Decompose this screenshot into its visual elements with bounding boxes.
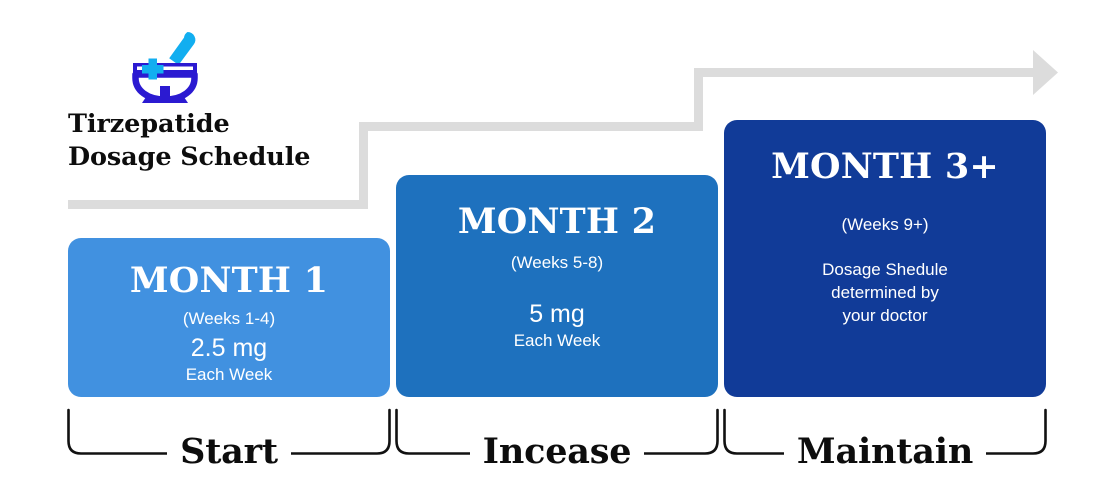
page-title: Tirzepatide Dosage Schedule — [68, 109, 311, 172]
arrow-tread-1 — [68, 200, 368, 209]
card-dose: 2.5 mg — [190, 334, 268, 362]
arrow-head — [1033, 50, 1058, 95]
mortar-stem — [160, 86, 170, 97]
mortar-rim-highlight — [137, 66, 193, 70]
medical-cross-icon — [142, 58, 164, 80]
phase-start: Start — [66, 408, 392, 490]
phase-label-wrapper: Maintain — [722, 430, 1048, 474]
card-weeks: (Weeks 9+) — [841, 215, 929, 234]
card-frequency: Each Week — [185, 365, 273, 384]
card-title: MONTH 3+ — [771, 146, 999, 187]
phase-maintain: Maintain — [722, 408, 1048, 490]
card-weeks: (Weeks 1-4) — [182, 309, 276, 328]
card-dose: 5 mg — [529, 300, 585, 328]
mortar-and-pestle-icon — [132, 32, 198, 103]
phase-label: Start — [167, 431, 291, 472]
phase-label-wrapper: Start — [66, 430, 392, 474]
dosage-card-month-1[interactable]: MONTH 1 (Weeks 1-4) 2.5 mg Each Week — [68, 238, 390, 397]
mortar-base — [142, 97, 188, 103]
dosage-card-month-3[interactable]: MONTH 3+ (Weeks 9+) Dosage Shedule deter… — [724, 120, 1046, 397]
phase-label: Incease — [469, 431, 645, 472]
card-title: MONTH 2 — [457, 201, 657, 242]
arrow-tread-2 — [359, 122, 703, 131]
card-note: Dosage Shedule determined by your doctor — [822, 260, 948, 325]
card-frequency: Each Week — [513, 331, 601, 350]
card-weeks: (Weeks 5-8) — [510, 253, 604, 272]
arrow-riser-2 — [694, 68, 703, 130]
phase-increase: Incease — [394, 408, 720, 490]
brand-block: Tirzepatide Dosage Schedule — [68, 24, 368, 174]
arrow-tread-3 — [694, 68, 1038, 77]
phase-label: Maintain — [783, 431, 987, 472]
phase-label-wrapper: Incease — [394, 430, 720, 474]
card-title: MONTH 1 — [129, 260, 329, 301]
dosage-card-month-2[interactable]: MONTH 2 (Weeks 5-8) 5 mg Each Week — [396, 175, 718, 397]
pestle-shape — [169, 32, 196, 65]
